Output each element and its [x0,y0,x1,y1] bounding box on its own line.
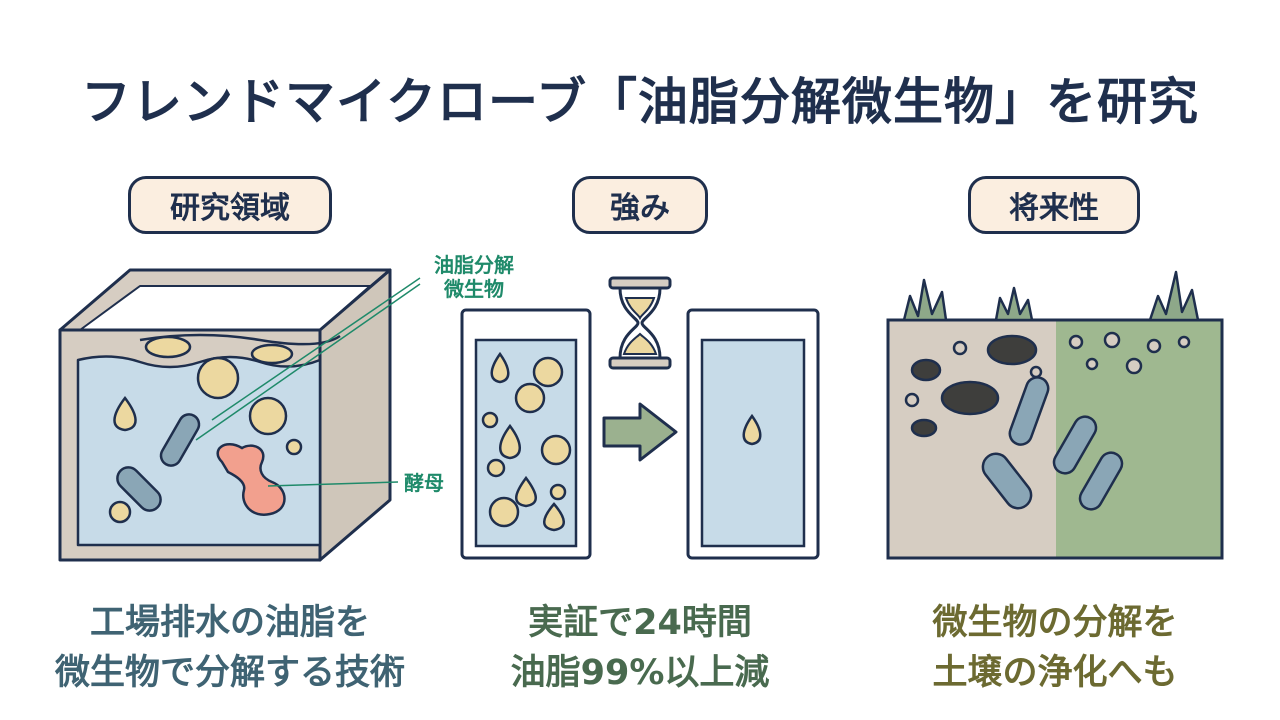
oil-drop [108,500,132,524]
arrow-right-icon [602,402,678,462]
microbe-rod [116,466,162,512]
oil-contamination [986,334,1038,366]
callout-yeast: 酵母 [404,471,444,495]
callout-oil-degrading: 油脂分解 [434,253,514,277]
caption-strength: 実証で24時間 油脂99%以上減 [450,598,830,698]
microbe-rod [1078,451,1124,511]
heading-research-area: 研究領域 [128,176,332,234]
oil-drop [250,343,294,365]
caption-line: 油脂99%以上減 [510,653,770,693]
caption-line: 工場排水の油脂を [89,603,370,643]
heading-future: 将来性 [968,176,1140,234]
soil-block [886,318,1224,560]
oil-drop [144,335,192,359]
oil-drop [248,396,288,436]
yeast-cell [216,443,286,516]
microbe-rod [1052,415,1098,475]
oil-drop [196,356,240,400]
oil-contamination [940,380,1000,416]
caption-line: 実証で24時間 [528,603,752,643]
oil-contamination [910,358,942,382]
callout-lines [195,277,421,487]
beaker-before [460,308,592,560]
caption-research-area: 工場排水の油脂を 微生物で分解する技術 [20,598,440,698]
tank-contents [108,335,303,524]
callout-microbe: 微生物 [443,277,504,301]
grass-icon [902,270,1200,322]
heading-strength: 強み [572,176,708,234]
oil-droplet [113,395,137,432]
hourglass-icon [608,276,672,370]
page-title: フレンドマイクローブ「油脂分解微生物」を研究 [81,73,1199,131]
caption-line: 微生物の分解を [932,603,1178,643]
caption-future: 微生物の分解を 土壌の浄化へも [850,598,1260,698]
caption-line: 土壌の浄化へも [932,653,1178,693]
beaker-after [686,308,820,560]
soil-contents [904,331,1191,511]
microbe-rod [981,452,1033,510]
microbe-rod [1008,376,1050,446]
microbe-rod [159,413,201,467]
caption-line: 微生物で分解する技術 [54,653,405,693]
wastewater-tank [58,268,392,562]
oil-contamination [910,418,938,438]
oil-drop [285,438,303,456]
